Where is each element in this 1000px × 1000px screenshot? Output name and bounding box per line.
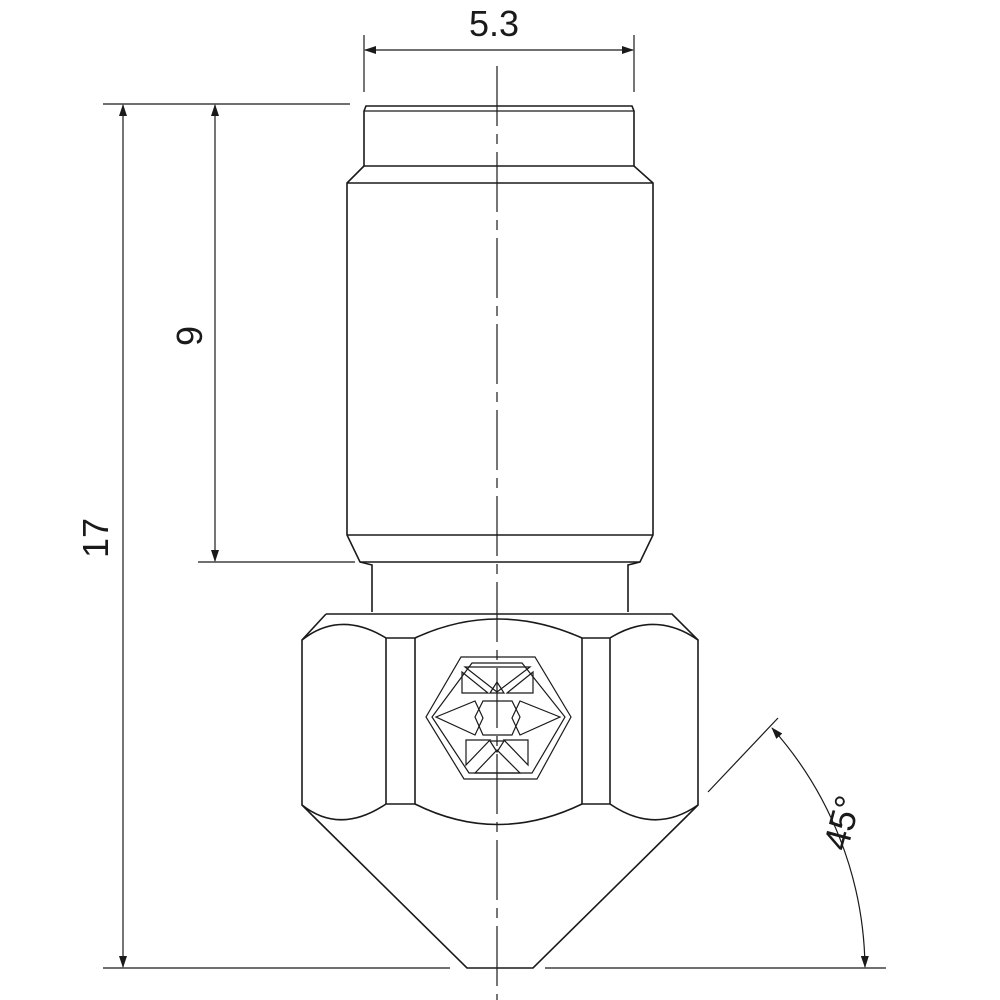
dimension-thread-length: 9 xyxy=(169,104,355,563)
dimension-width: 5.3 xyxy=(363,3,635,92)
top-cap xyxy=(363,105,635,167)
nozzle-cone xyxy=(311,814,689,969)
logo-icon xyxy=(425,656,572,780)
dimension-total-length: 17 xyxy=(75,103,450,969)
dimension-width-label: 5.3 xyxy=(469,3,519,44)
body xyxy=(346,165,654,612)
dimension-thread-label: 9 xyxy=(169,326,210,346)
dimension-total-label: 17 xyxy=(75,518,116,558)
dimension-angle: 45° xyxy=(545,717,886,969)
nozzle-outline xyxy=(301,105,699,969)
hex-nut xyxy=(301,613,699,816)
